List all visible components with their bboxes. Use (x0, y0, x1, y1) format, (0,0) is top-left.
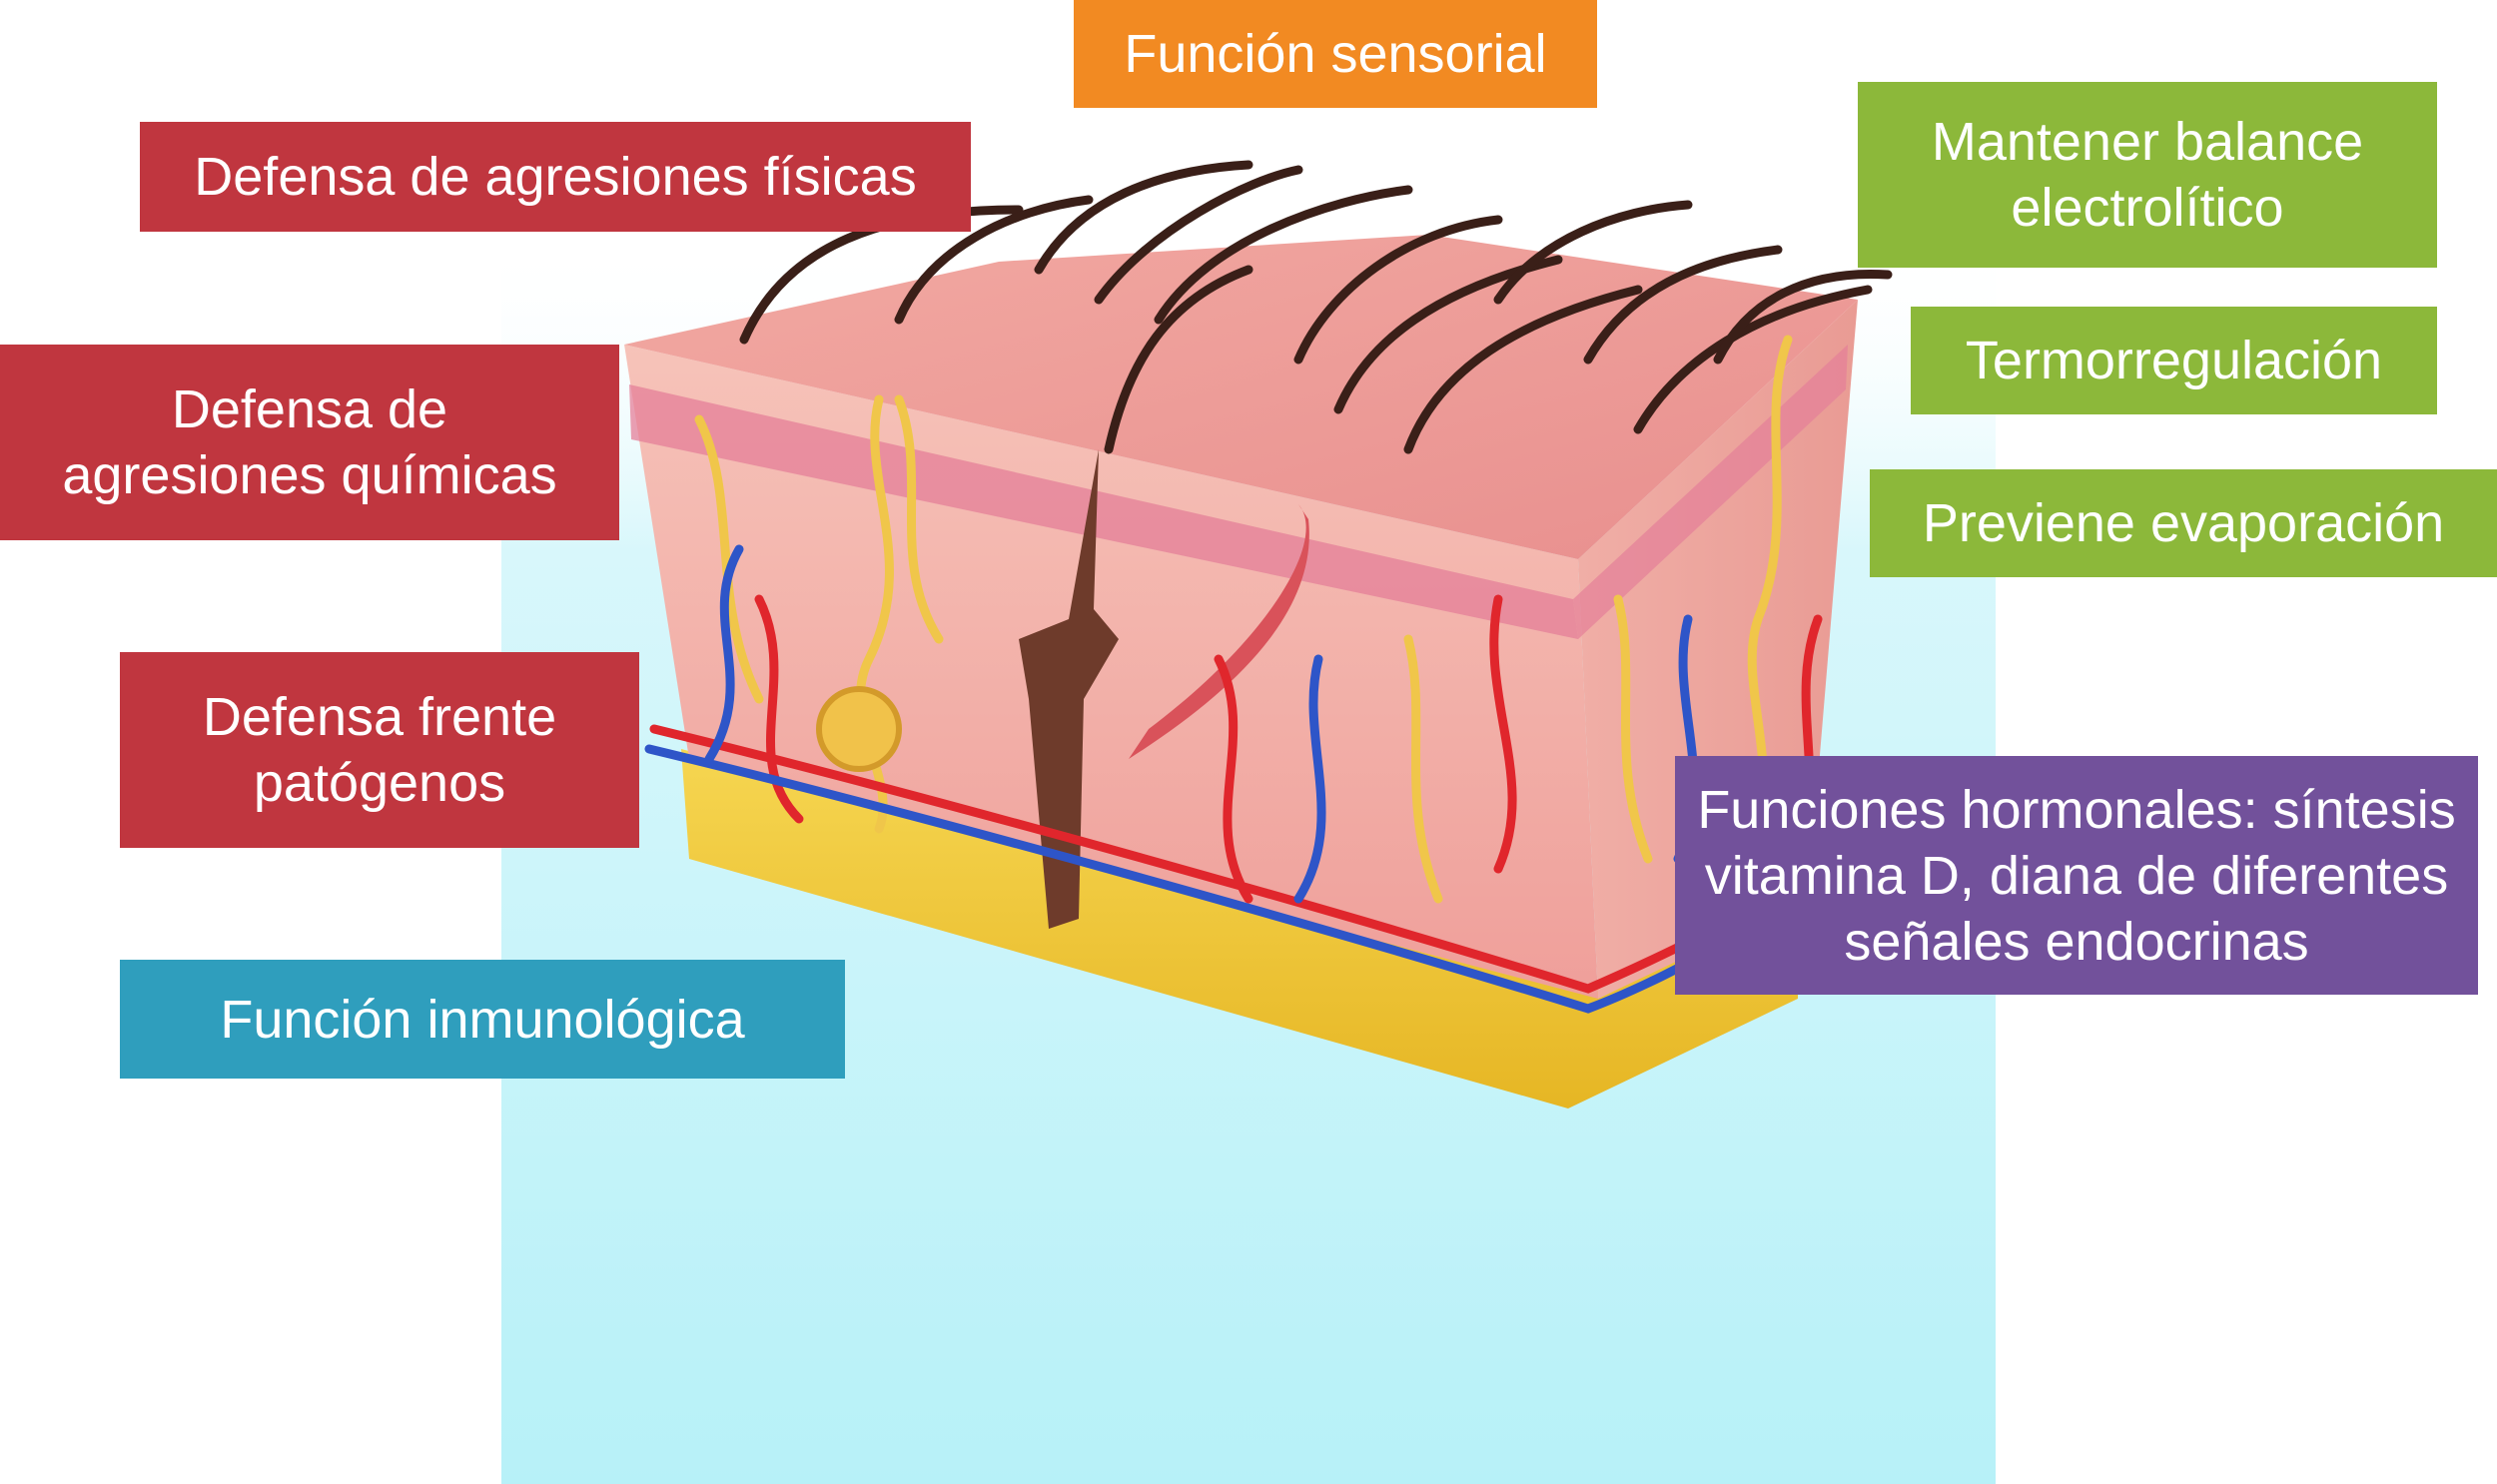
label-electrolyte-balance: Mantener balance electrolítico (1858, 82, 2437, 268)
label-chemical-defense-text: Defensa de agresiones químicas (62, 376, 556, 508)
label-sensory-function-text: Función sensorial (1124, 21, 1546, 87)
sweat-gland (819, 689, 899, 769)
label-prevents-evaporation: Previene evaporación (1870, 469, 2497, 577)
label-immune-function-text: Función inmunológica (220, 987, 744, 1053)
label-chemical-defense: Defensa de agresiones químicas (0, 345, 619, 540)
label-electrolyte-balance-text: Mantener balance electrolítico (1932, 109, 2363, 241)
label-hormonal-functions: Funciones hormonales: síntesis vitamina … (1675, 756, 2478, 995)
label-immune-function: Función inmunológica (120, 960, 845, 1079)
label-physical-defense: Defensa de agresiones físicas (140, 122, 971, 232)
label-sensory-function: Función sensorial (1074, 0, 1597, 108)
label-thermoregulation: Termorregulación (1911, 307, 2437, 414)
label-thermoregulation-text: Termorregulación (1966, 328, 2382, 393)
label-physical-defense-text: Defensa de agresiones físicas (194, 144, 916, 210)
label-pathogen-defense-text: Defensa frente patógenos (203, 684, 556, 816)
label-hormonal-functions-text: Funciones hormonales: síntesis vitamina … (1697, 777, 2455, 975)
label-prevents-evaporation-text: Previene evaporación (1923, 490, 2444, 556)
label-pathogen-defense: Defensa frente patógenos (120, 652, 639, 848)
